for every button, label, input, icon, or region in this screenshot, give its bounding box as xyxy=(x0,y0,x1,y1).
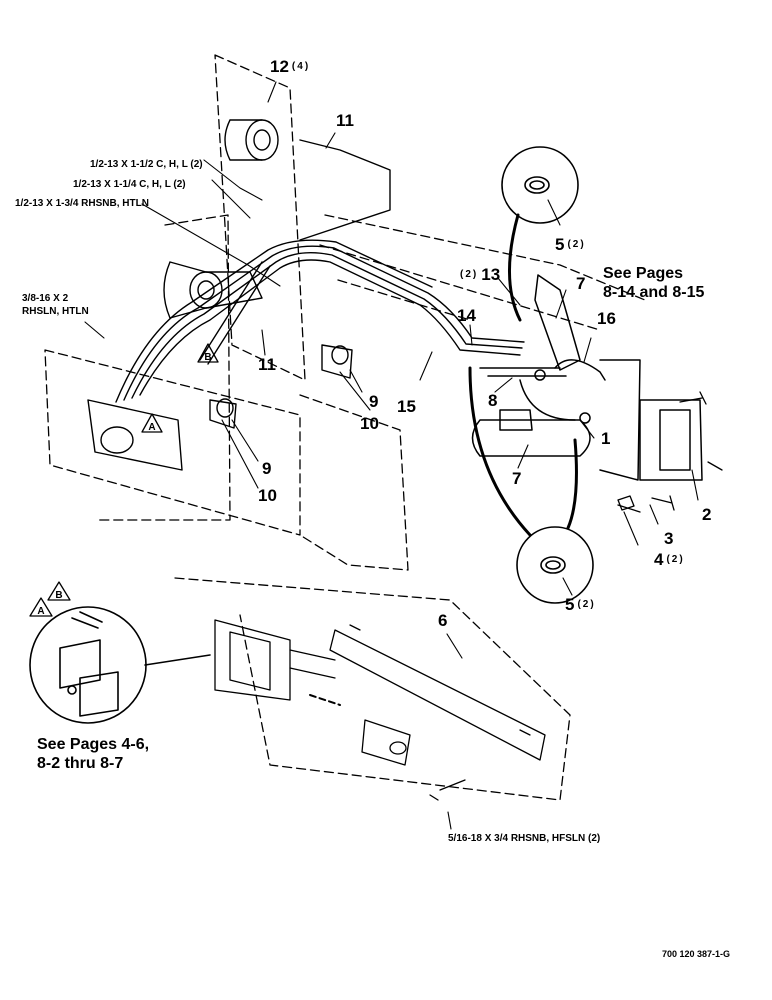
callout-7-lower: 7 xyxy=(512,469,522,488)
leader-lines xyxy=(84,81,699,830)
spec-bolt-1-3-4: 1/2-13 X 1-3/4 RHSNB, HTLN xyxy=(15,198,149,209)
main-frame xyxy=(44,54,646,571)
see-pages-left-line1: See Pages 4-6, xyxy=(37,736,150,753)
callout-11-upper: 11 xyxy=(336,111,354,130)
connection-marker-b xyxy=(47,343,219,601)
marker-b-label: B xyxy=(204,352,211,363)
connection-marker-a xyxy=(29,413,163,617)
mount-plate xyxy=(87,344,353,471)
spec-bolt-3-8: 3/8-16 X 2 RHSLN, HTLN xyxy=(22,293,89,317)
callout-10-right: 10 xyxy=(360,414,379,433)
valve-assembly xyxy=(174,577,571,801)
callout-15: 15 xyxy=(397,397,416,416)
callout-3: 3 xyxy=(664,529,674,548)
marker-b-label-detail: B xyxy=(55,590,62,601)
spec-bolt-5-16: 5/16-18 X 3/4 RHSNB, HFSLN (2) xyxy=(448,833,601,844)
callout-16: 16 xyxy=(597,309,616,328)
see-pages-left: See Pages 4-6, 8-2 thru 8-7 xyxy=(37,735,149,773)
callout-qty: (2) xyxy=(460,269,479,280)
callout-number: 5 xyxy=(555,235,565,254)
callout-9-right: 9 xyxy=(369,392,379,411)
callout-9-left: 9 xyxy=(262,459,272,478)
callout-6: 6 xyxy=(438,611,448,630)
callout-13: (2)13 xyxy=(460,266,500,283)
see-pages-right-line2: 8-14 and 8-15 xyxy=(603,284,705,301)
callout-1: 1 xyxy=(601,429,611,448)
spec-bolt-1-1-2: 1/2-13 X 1-1/2 C, H, L (2) xyxy=(90,159,203,170)
callout-5-lower: 5(2) xyxy=(565,596,596,613)
left-detail-circle xyxy=(29,606,211,724)
callout-number: 12 xyxy=(270,57,289,76)
callout-10-left: 10 xyxy=(258,486,277,505)
hydraulic-lines xyxy=(115,139,525,403)
detail-balloons xyxy=(468,146,594,604)
see-pages-right: See Pages 8-14 and 8-15 xyxy=(603,264,704,302)
marker-a-label: A xyxy=(148,422,155,433)
see-pages-left-line2: 8-2 thru 8-7 xyxy=(37,755,124,772)
callout-2: 2 xyxy=(702,505,712,524)
callout-qty: (2) xyxy=(567,239,586,250)
callout-qty: (2) xyxy=(577,599,596,610)
callout-8: 8 xyxy=(488,391,498,410)
callout-qty: (2) xyxy=(666,554,685,565)
marker-a-label-detail: A xyxy=(37,606,44,617)
callout-4: 4(2) xyxy=(654,551,685,568)
callout-7-upper: 7 xyxy=(576,274,586,293)
callout-number: 13 xyxy=(481,265,501,284)
callout-5-upper: 5(2) xyxy=(555,236,586,253)
spec-bolt-1-1-4: 1/2-13 X 1-1/4 C, H, L (2) xyxy=(73,179,186,190)
callout-number: 5 xyxy=(565,595,575,614)
figure-reference: 700 120 387-1-G xyxy=(662,949,731,959)
callout-qty: (4) xyxy=(291,61,311,72)
callout-12: 12(4) xyxy=(270,58,310,75)
callout-number: 4 xyxy=(654,550,664,569)
cylinder-assembly xyxy=(471,274,703,481)
callout-11-lower: 11 xyxy=(258,355,276,374)
callout-14: 14 xyxy=(457,306,476,325)
right-hardware xyxy=(617,391,723,513)
see-pages-right-line1: See Pages xyxy=(603,265,684,282)
